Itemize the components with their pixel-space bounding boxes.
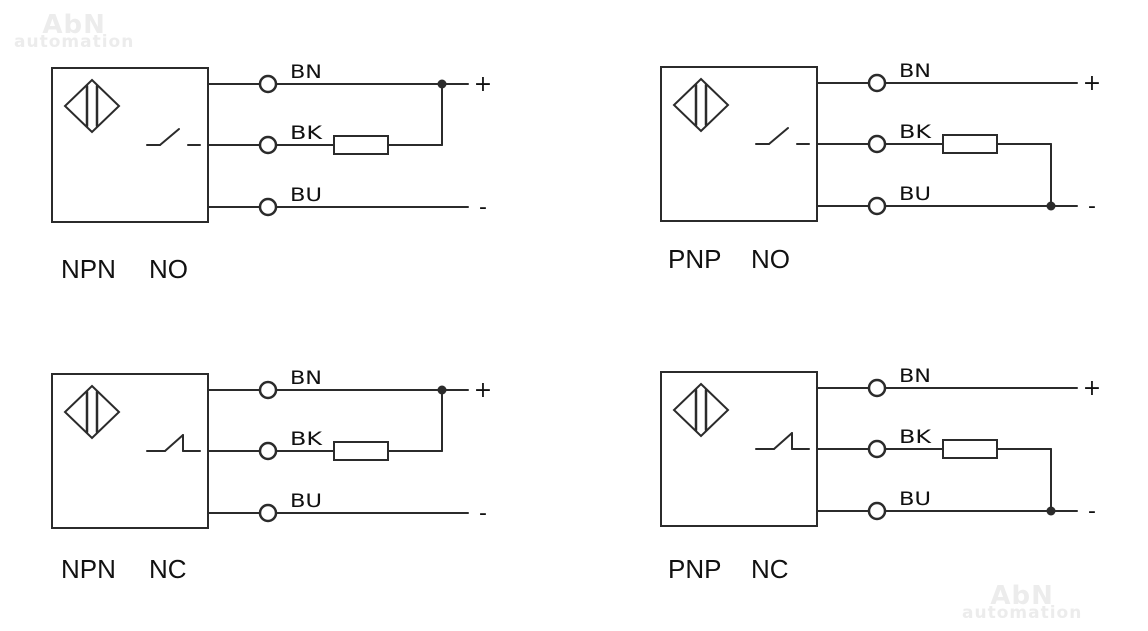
polarity-minus: - — [479, 195, 487, 220]
caption-pnp-no-type: PNP — [668, 244, 722, 274]
wire-label-BN: BN — [290, 367, 322, 389]
caption-pnp-nc-type: PNP — [668, 554, 722, 584]
wire-label-BN: BN — [899, 365, 931, 387]
diagram-pnp-no: BN + BK BU - — [660, 60, 1101, 222]
junction-dot — [437, 79, 447, 89]
terminal-BK — [867, 439, 887, 459]
wire-label-BK: BK — [899, 121, 932, 143]
terminal-BK — [258, 441, 278, 461]
wire-label-BU: BU — [290, 184, 322, 206]
caption-npn-nc-mode: NC — [149, 554, 187, 584]
watermark-bottom-right: AbN automation — [962, 581, 1083, 623]
switch-no-blade — [159, 128, 180, 146]
terminal-BK — [867, 134, 887, 154]
terminal-BK — [258, 135, 278, 155]
terminal-BU — [867, 196, 887, 216]
load-resistor — [333, 135, 389, 155]
terminal-BU — [258, 197, 278, 217]
polarity-plus: + — [474, 72, 492, 97]
terminal-BN — [867, 73, 887, 93]
terminal-BU — [258, 503, 278, 523]
wire-label-BN: BN — [899, 60, 931, 82]
wire-label-BK: BK — [899, 426, 932, 448]
polarity-minus: - — [1088, 499, 1096, 524]
wire-label-BK: BK — [290, 428, 323, 450]
switch-no-blade — [768, 127, 789, 145]
wire-label-BU: BU — [899, 183, 931, 205]
caption-pnp-nc-mode: NC — [751, 554, 789, 584]
diagram-npn-nc: BN + BK BU - — [51, 367, 492, 529]
terminal-BN — [258, 74, 278, 94]
sensor-box — [51, 67, 209, 223]
caption-npn-nc-type: NPN — [61, 554, 116, 584]
proximity-sensor-icon — [63, 384, 121, 440]
polarity-plus: + — [1083, 71, 1101, 96]
junction-dot — [437, 385, 447, 395]
polarity-minus: - — [479, 501, 487, 526]
wire-label-BN: BN — [290, 61, 322, 83]
load-resistor — [942, 134, 998, 154]
wire-label-BU: BU — [899, 488, 931, 510]
polarity-plus: + — [1083, 376, 1101, 401]
terminal-BU — [867, 501, 887, 521]
switch-nc-blade — [773, 432, 793, 450]
switch-nc-blade — [164, 434, 184, 452]
wire-label-BU: BU — [290, 490, 322, 512]
caption-pnp-no-mode: NO — [751, 244, 790, 274]
diagram-npn-no: BN + BK BU - — [51, 61, 492, 223]
load-resistor — [333, 441, 389, 461]
sensor-box — [660, 66, 818, 222]
wire-label-BK: BK — [290, 122, 323, 144]
terminal-BN — [258, 380, 278, 400]
load-resistor — [942, 439, 998, 459]
watermark-top-left: AbN automation — [14, 10, 135, 52]
caption-npn-no-type: NPN — [61, 254, 116, 284]
proximity-sensor-icon — [672, 382, 730, 438]
diagram-pnp-nc: BN + BK BU - — [660, 365, 1101, 527]
caption-npn-no-mode: NO — [149, 254, 188, 284]
terminal-BN — [867, 378, 887, 398]
polarity-plus: + — [474, 378, 492, 403]
polarity-minus: - — [1088, 194, 1096, 219]
proximity-sensor-icon — [63, 78, 121, 134]
proximity-sensor-icon — [672, 77, 730, 133]
